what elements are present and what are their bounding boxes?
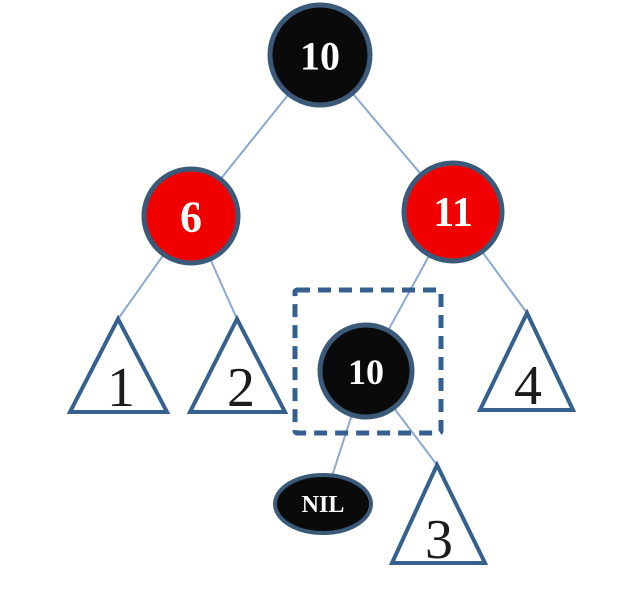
highlight-dashed-box — [292, 287, 444, 436]
tree-labels: 10 6 11 10 NIL 1 2 4 3 — [107, 34, 542, 572]
node-root-10 — [267, 2, 373, 108]
node-right-11 — [401, 160, 505, 264]
node-nil-label: NIL — [302, 492, 345, 518]
node-inner-10 — [317, 322, 415, 420]
tree-nodes — [141, 2, 505, 535]
subtree-triangles — [66, 308, 577, 565]
subtree-triangle-1 — [66, 314, 171, 414]
subtree-triangle-2 — [186, 314, 289, 414]
subtree-triangle-4 — [476, 308, 577, 412]
node-left-6 — [141, 166, 241, 266]
subtree-2-label: 2 — [227, 357, 255, 419]
node-right-label: 11 — [433, 190, 473, 236]
node-left-label: 6 — [180, 193, 202, 242]
subtree-4-label: 4 — [514, 355, 542, 417]
subtree-1-label: 1 — [107, 357, 135, 419]
subtree-3-label: 3 — [425, 509, 453, 571]
node-nil-leaf — [273, 473, 373, 535]
tree-edges — [117, 54, 528, 505]
subtree-triangle-3 — [388, 460, 489, 565]
node-inner-label: 10 — [348, 352, 384, 392]
node-root-label: 10 — [300, 34, 340, 79]
